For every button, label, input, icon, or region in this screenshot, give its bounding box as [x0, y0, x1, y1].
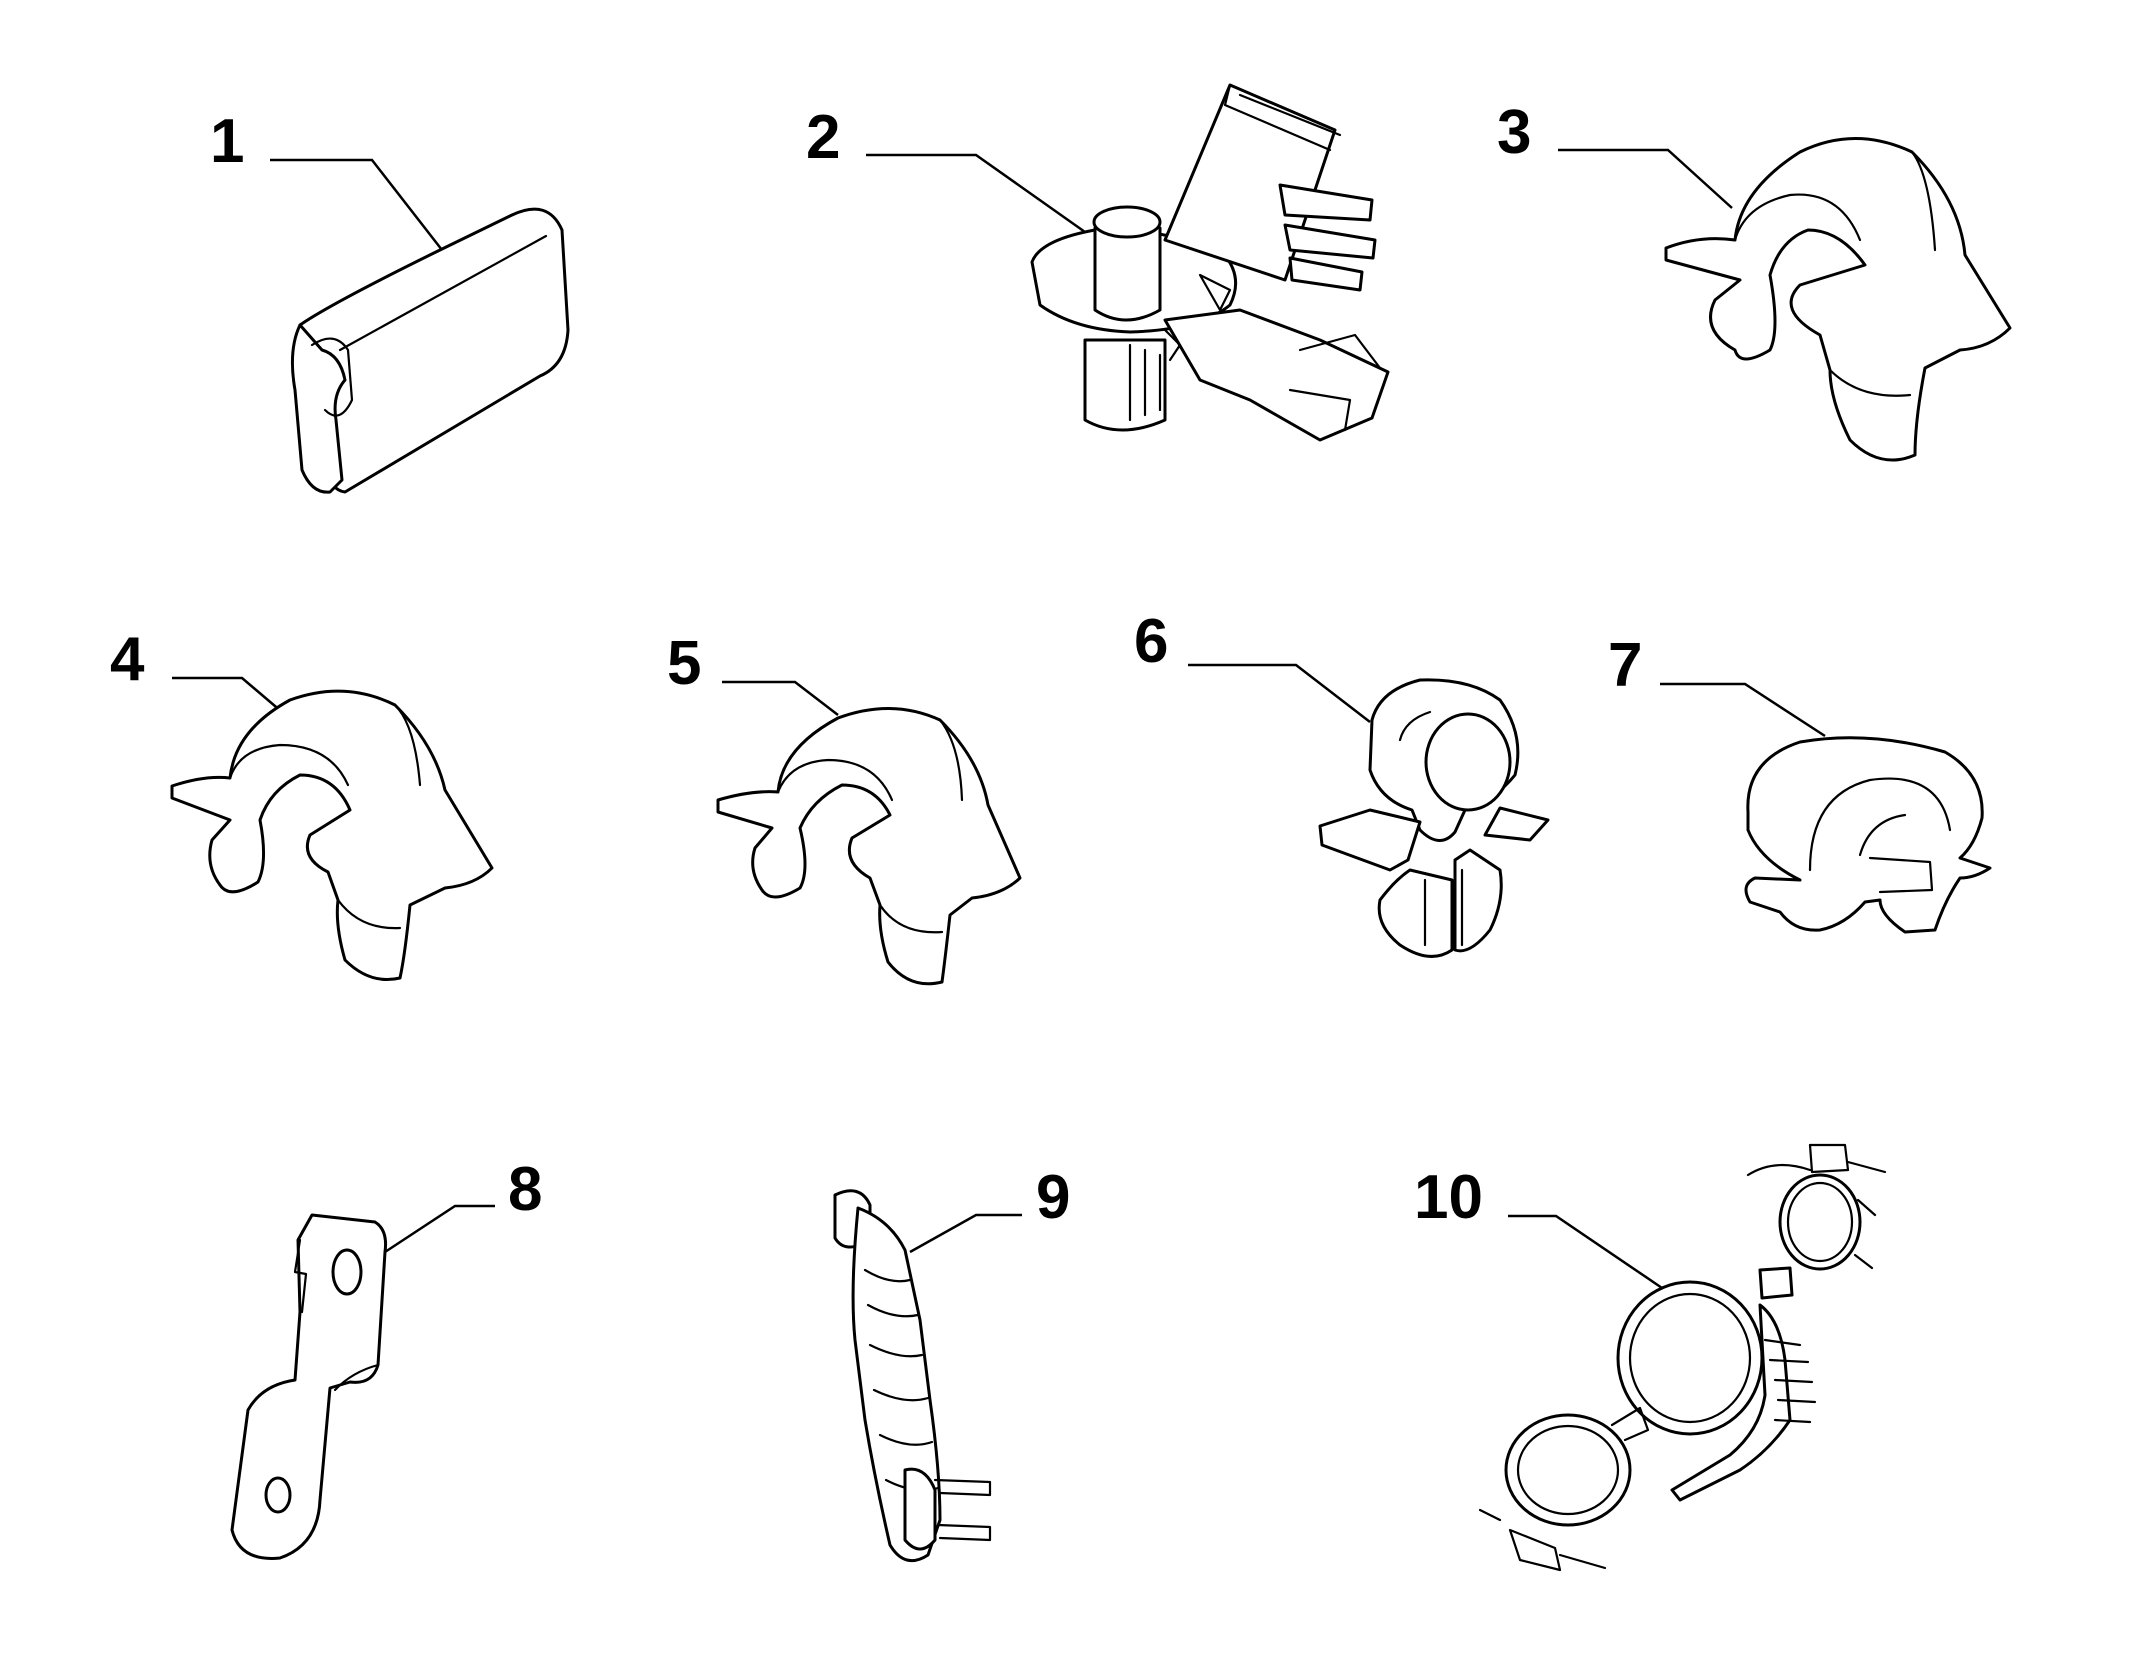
clamp-5-body	[716, 706, 1022, 986]
middle-ring-band-teeth	[1763, 1338, 1817, 1424]
ring-clip-latch	[1868, 856, 1934, 894]
leader-line-2	[866, 153, 1086, 234]
part-2: 2	[806, 83, 1390, 442]
upper-ring-outer	[1778, 1173, 1862, 1271]
edge-clip-ridge	[338, 234, 548, 352]
ring-clip-inner-curves	[1808, 777, 1952, 872]
bracket-bend	[333, 1363, 380, 1392]
clamp-3-edges	[1828, 150, 1937, 397]
part-number-6: 6	[1134, 607, 1168, 676]
leader-line-10	[1508, 1214, 1666, 1292]
part-4: 4	[110, 625, 494, 981]
leader-line-6	[1188, 663, 1371, 723]
pipe-clip-ring-inner	[1424, 712, 1512, 812]
bracket-upper-hole	[331, 1248, 363, 1296]
pipe-clip-right-leg	[1453, 848, 1503, 953]
pipe-clip-left-leg	[1377, 868, 1454, 958]
strap-bottom-prongs	[933, 1478, 992, 1542]
middle-ring-inner	[1628, 1292, 1752, 1424]
wire-clip-post-ribs	[1128, 343, 1162, 422]
lower-ring-outer	[1504, 1413, 1632, 1527]
pipe-clip-left-wing	[1318, 808, 1422, 872]
middle-ring-band	[1670, 1303, 1792, 1502]
wire-clip-lower-arm	[1163, 308, 1390, 442]
ring-clip-body	[1744, 736, 1992, 934]
part-number-10: 10	[1414, 1163, 1483, 1232]
edge-clip-front-face	[290, 323, 347, 494]
part-number-1: 1	[210, 107, 244, 176]
clamp-4-body	[170, 689, 494, 981]
part-number-5: 5	[667, 629, 701, 698]
clamp-4-edges	[336, 703, 422, 930]
leader-line-4	[172, 676, 283, 713]
leader-line-9	[909, 1213, 1022, 1254]
part-number-3: 3	[1497, 98, 1531, 167]
part-number-9: 9	[1036, 1163, 1070, 1232]
pipe-clip-right-wing	[1483, 806, 1550, 842]
pipe-clip-details	[1398, 710, 1464, 947]
clamp-4-inner-arc	[228, 743, 350, 787]
part-10: 10	[1414, 1143, 1887, 1572]
part-7: 7	[1608, 631, 1992, 934]
middle-ring-outer	[1616, 1280, 1764, 1436]
part-number-7: 7	[1608, 631, 1642, 700]
upper-ring-clasp	[1746, 1143, 1887, 1270]
part-1: 1	[210, 107, 570, 494]
part-8: 8	[230, 1155, 542, 1560]
strap-ribs	[863, 1268, 940, 1492]
edge-clip-body	[298, 207, 570, 494]
wire-clip-post-top	[1092, 205, 1162, 239]
clamp-3-inner-arc	[1733, 193, 1862, 242]
part-number-2: 2	[806, 103, 840, 172]
leader-line-8	[384, 1204, 495, 1254]
wire-clip-teeth	[1278, 183, 1377, 292]
bracket-notch	[293, 1238, 308, 1314]
clamp-3-body	[1664, 137, 2012, 462]
wire-clip-upper-arm-edge	[1223, 83, 1342, 152]
part-number-4: 4	[110, 625, 145, 694]
part-5: 5	[667, 629, 1022, 986]
leader-line-1	[270, 158, 443, 251]
leader-line-7	[1660, 682, 1826, 738]
leader-line-3	[1558, 148, 1733, 209]
bracket-plate	[230, 1213, 387, 1560]
upper-ring-inner	[1786, 1181, 1854, 1263]
leader-line-5	[722, 680, 839, 716]
part-3: 3	[1497, 98, 2012, 462]
part-9: 9	[833, 1163, 1070, 1563]
part-6: 6	[1134, 607, 1550, 958]
ring-connector	[1758, 1266, 1794, 1300]
lower-ring-inner	[1516, 1424, 1620, 1516]
clamp-5-edges	[878, 718, 964, 934]
edge-clip-slot	[310, 337, 354, 417]
lower-ring-clasp	[1478, 1406, 1650, 1572]
wire-clip-details	[1163, 273, 1232, 362]
bracket-lower-hole	[264, 1476, 292, 1514]
part-number-8: 8	[508, 1155, 542, 1224]
wire-clip-lower-arm-ribs	[1288, 333, 1382, 432]
wire-clip-base-post	[1083, 338, 1167, 432]
strap-bottom-plate	[903, 1467, 937, 1551]
clamp-5-inner-arc	[776, 758, 894, 802]
